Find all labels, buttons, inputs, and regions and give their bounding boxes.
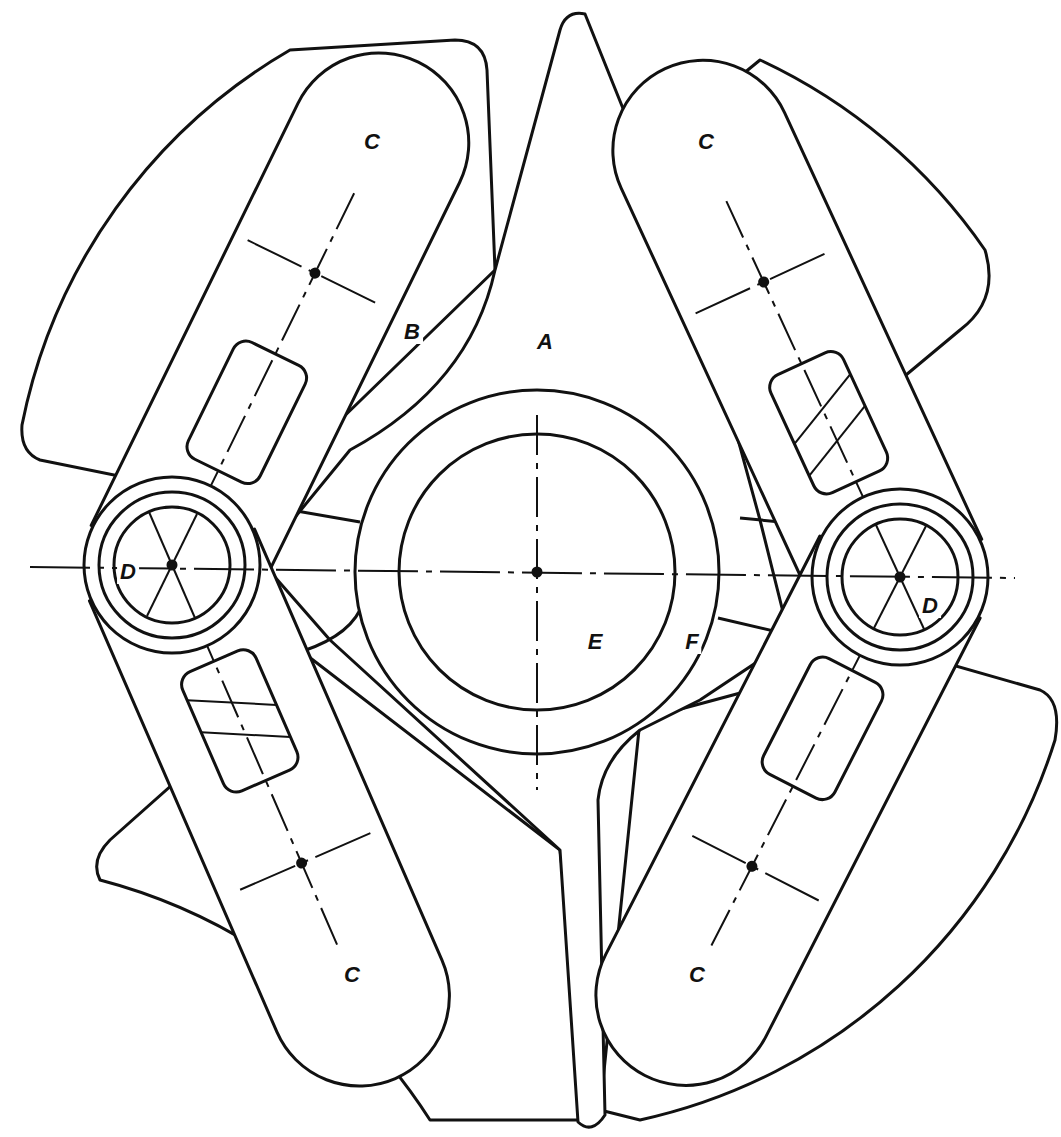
part-label: C: [341, 963, 363, 987]
part-label: B: [401, 320, 423, 344]
part-label: C: [686, 963, 708, 987]
center-dot: [533, 568, 541, 576]
center-line: [30, 567, 1015, 578]
center-dot: [168, 561, 176, 569]
pivot-bearing: [84, 477, 260, 653]
part-label: C: [361, 130, 383, 154]
part-label: D: [117, 560, 139, 584]
part-label: A: [534, 330, 556, 354]
center-dot: [896, 573, 904, 581]
part-label: C: [695, 130, 717, 154]
part-label: D: [919, 594, 941, 618]
part-label: F: [682, 630, 701, 654]
hub: [355, 390, 719, 790]
part-label: E: [585, 630, 606, 654]
